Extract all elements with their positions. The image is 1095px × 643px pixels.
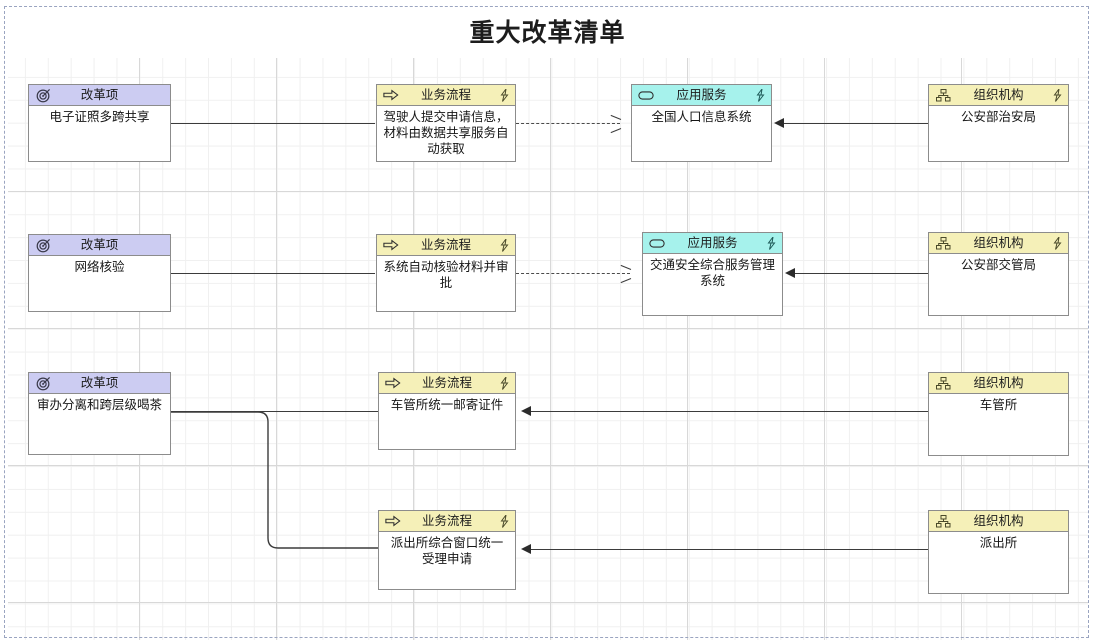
lightning-icon [1052,236,1063,251]
node-body-text: 车管所统一邮寄证件 [390,398,504,412]
connector-reform-to-process-2[interactable] [171,273,375,274]
lightning-icon [499,88,510,103]
node-type-label: 业务流程 [420,87,471,102]
node-type-label: 业务流程 [421,375,472,390]
org-chart-icon [935,235,951,251]
target-icon [35,237,51,253]
node-type-label: 应用服务 [676,87,727,102]
node-body-text: 电子证照多跨共享 [49,110,150,124]
node-type-label: 应用服务 [687,235,738,250]
node-type-label: 业务流程 [421,513,472,528]
node-header: 改革项 [29,235,170,256]
node-header: 应用服务 [643,233,782,254]
arrowhead-filled-left-4 [521,544,531,554]
connector-process-to-service-1[interactable] [516,123,620,124]
node-header: 组织机构 [929,511,1068,532]
arrow-right-icon [383,87,399,103]
node-header: 业务流程 [379,373,515,394]
node-body-text: 驾驶人提交申请信息，材料由数据共享服务自动获取 [383,110,509,156]
node-type-label: 改革项 [80,237,119,252]
node-header: 业务流程 [379,511,515,532]
node-header: 改革项 [29,373,170,394]
arrowhead-filled-left-1 [774,118,784,128]
lightning-icon [499,514,510,529]
org-chart-icon [935,375,951,391]
node-process-3[interactable]: 业务流程 车管所统一邮寄证件 [378,372,516,450]
connector-reform-to-process-1[interactable] [171,123,375,124]
lightning-icon [1052,88,1063,103]
connector-org-to-service-2[interactable] [795,273,928,274]
org-chart-icon [935,513,951,529]
arrowhead-open-right-1 [610,118,621,129]
node-org-4[interactable]: 组织机构 派出所 [928,510,1069,594]
org-chart-icon [935,87,951,103]
connector-org-to-process-3[interactable] [531,411,928,412]
arrowhead-filled-left-3 [521,406,531,416]
connector-org-to-process-4[interactable] [531,549,928,550]
node-body-text: 公安部交管局 [960,258,1036,272]
node-header: 业务流程 [377,85,515,106]
arrowhead-filled-left-2 [785,268,795,278]
node-body-text: 派出所 [979,536,1018,550]
node-header: 改革项 [29,85,170,106]
rounded-rect-icon [649,235,665,251]
target-icon [35,87,51,103]
arrow-right-icon [385,375,401,391]
node-body-text: 网络核验 [74,260,125,274]
node-org-2[interactable]: 组织机构 公安部交管局 [928,232,1069,316]
node-reform-1[interactable]: 改革项 电子证照多跨共享 [28,84,171,162]
lightning-icon [499,376,510,391]
node-type-label: 改革项 [80,87,119,102]
node-type-label: 组织机构 [973,375,1024,390]
node-body-text: 交通安全综合服务管理系统 [649,258,775,288]
target-icon [35,375,51,391]
node-process-2[interactable]: 业务流程 系统自动核验材料并审批 [376,234,516,312]
node-header: 组织机构 [929,373,1068,394]
node-header: 业务流程 [377,235,515,256]
node-type-label: 改革项 [80,375,119,390]
node-type-label: 业务流程 [420,237,471,252]
connector-reform-branch[interactable] [168,400,428,600]
node-service-2[interactable]: 应用服务 交通安全综合服务管理系统 [642,232,783,316]
node-header: 组织机构 [929,233,1068,254]
node-org-1[interactable]: 组织机构 公安部治安局 [928,84,1069,162]
connector-reform-to-process-3[interactable] [168,411,378,412]
node-type-label: 组织机构 [973,235,1024,250]
node-type-label: 组织机构 [973,513,1024,528]
lightning-icon [755,88,766,103]
arrow-right-icon [383,237,399,253]
page-title: 重大改革清单 [469,19,626,47]
node-type-label: 组织机构 [973,87,1024,102]
connector-process-to-service-2[interactable] [516,273,630,274]
node-process-1[interactable]: 业务流程 驾驶人提交申请信息，材料由数据共享服务自动获取 [376,84,516,162]
node-body-text: 车管所 [979,398,1018,412]
node-body-text: 审办分离和跨层级喝茶 [36,398,162,412]
node-body-text: 全国人口信息系统 [651,110,752,124]
lightning-icon [766,236,777,251]
node-header: 应用服务 [632,85,771,106]
arrowhead-open-right-2 [620,268,631,279]
connector-org-to-service-1[interactable] [784,123,928,124]
node-body-text: 系统自动核验材料并审批 [383,260,509,290]
node-process-4[interactable]: 业务流程 派出所综合窗口统一受理申请 [378,510,516,590]
node-reform-3[interactable]: 改革项 审办分离和跨层级喝茶 [28,372,171,455]
rounded-rect-icon [638,87,654,103]
node-body-text: 公安部治安局 [960,110,1036,124]
lightning-icon [499,238,510,253]
grid-background [8,58,1088,640]
node-service-1[interactable]: 应用服务 全国人口信息系统 [631,84,772,162]
node-header: 组织机构 [929,85,1068,106]
node-org-3[interactable]: 组织机构 车管所 [928,372,1069,456]
node-body-text: 派出所综合窗口统一受理申请 [390,536,504,566]
node-reform-2[interactable]: 改革项 网络核验 [28,234,171,312]
arrow-right-icon [385,513,401,529]
